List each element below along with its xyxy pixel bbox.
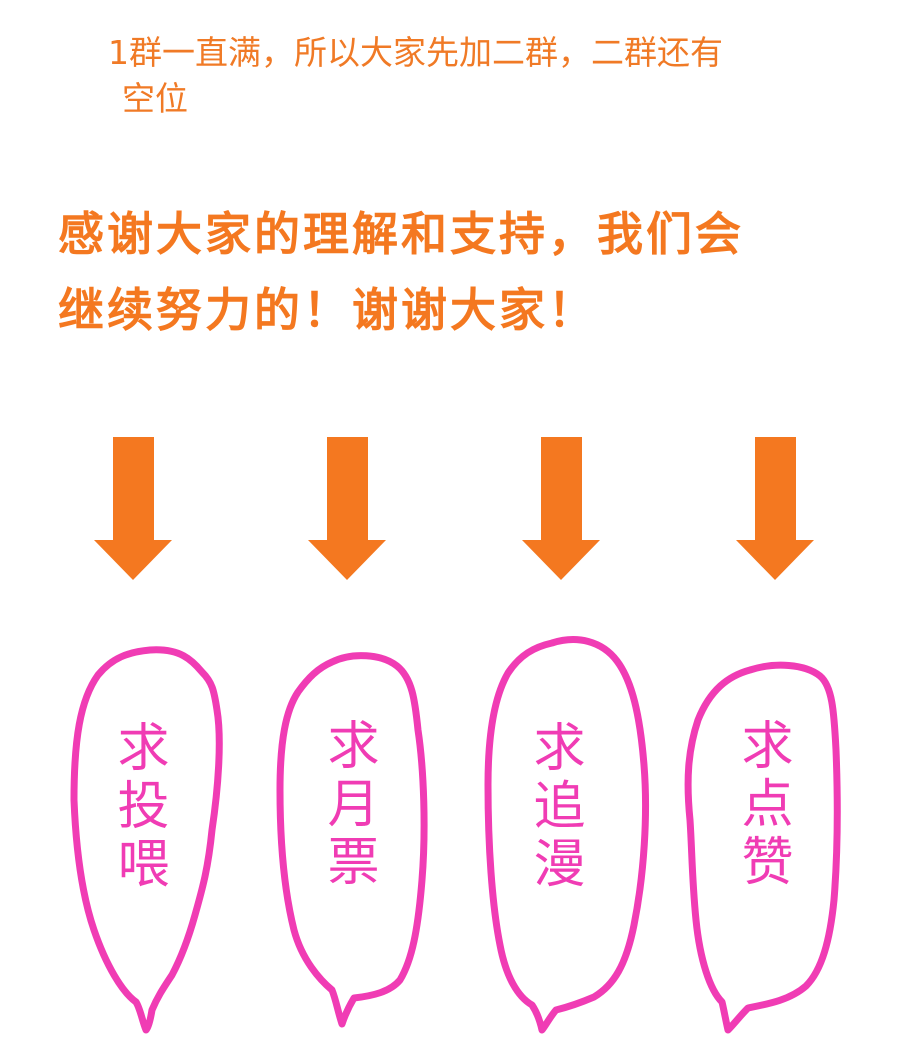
group-notice: 1群一直满，所以大家先加二群，二群还有 空位 [108, 30, 808, 122]
speech-bubble-outline-icon [70, 646, 223, 1034]
arrow-down-icon [308, 437, 386, 580]
arrow-down-icon [94, 437, 172, 580]
speech-bubble-outline-icon [276, 652, 428, 1028]
arrow-down-icon [522, 437, 600, 580]
speech-bubble-follow[interactable]: 求追漫 [482, 625, 652, 1035]
thanks-message: 感谢大家的理解和支持，我们会 继续努力的！谢谢大家！ [58, 196, 878, 348]
speech-bubble-feed[interactable]: 求投喂 [62, 630, 232, 1035]
speech-bubble-outline-icon [684, 661, 841, 1034]
bubble-label: 求追漫 [524, 720, 584, 894]
notice-line-2: 空位 [122, 79, 188, 118]
arrow-down-icon [736, 437, 814, 580]
speech-bubble-monthly-ticket[interactable]: 求月票 [272, 640, 442, 1030]
bubble-label: 求投喂 [108, 720, 168, 894]
thanks-line-1: 感谢大家的理解和支持，我们会 [58, 207, 744, 261]
speech-bubble-outline-icon [484, 636, 650, 1034]
thanks-line-2: 继续努力的！谢谢大家！ [58, 283, 597, 337]
notice-line-1: 1群一直满，所以大家先加二群，二群还有 [108, 33, 723, 72]
speech-bubble-like[interactable]: 求点赞 [680, 650, 850, 1035]
bubble-label: 求点赞 [732, 718, 792, 892]
bubble-label: 求月票 [318, 718, 378, 892]
